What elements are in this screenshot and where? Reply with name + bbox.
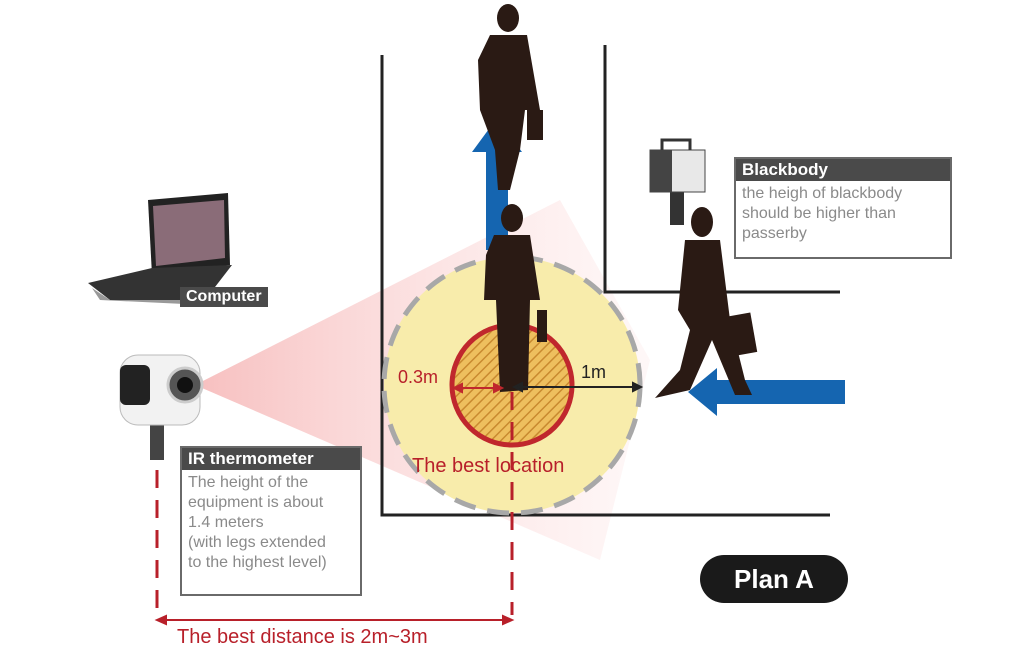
blackbody-body-line: passerby xyxy=(742,225,807,242)
blackbody-body-line: should be higher than xyxy=(742,205,896,222)
inner-radius-label: 0.3m xyxy=(398,367,439,387)
walk-direction-left-arrow xyxy=(688,368,845,416)
plan-a-badge: Plan A xyxy=(700,555,848,603)
ir-body-line: (with legs extended xyxy=(188,534,326,551)
ir-thermometer-title: IR thermometer xyxy=(182,448,360,470)
outer-radius-arrow xyxy=(511,381,644,393)
person-silhouette-right xyxy=(655,207,758,398)
ir-thermometer-camera xyxy=(119,354,204,460)
best-distance-label: The best distance is 2m~3m xyxy=(177,626,428,648)
computer-label: Computer xyxy=(180,287,268,307)
blackbody-body-line: the heigh of blackbody xyxy=(742,185,903,202)
ir-body-line: to the highest level) xyxy=(188,554,327,571)
outer-radius-label: 1m xyxy=(581,362,607,382)
ir-body-line: 1.4 meters xyxy=(188,514,264,531)
blackbody-title: Blackbody xyxy=(736,159,950,181)
corridor-walls xyxy=(380,45,840,517)
person-silhouette-center xyxy=(484,204,547,392)
inner-radius-arrow xyxy=(451,382,505,394)
ir-body-line: The height of the xyxy=(188,474,309,491)
best-location-label: The best location xyxy=(412,455,565,477)
blackbody-device xyxy=(649,138,706,225)
best-distance-arrow xyxy=(154,614,515,626)
ir-body-line: equipment is about xyxy=(188,494,324,511)
person-silhouette-top xyxy=(478,4,543,190)
ir-thermometer-callout: IR thermometer The height of the equipme… xyxy=(180,446,362,596)
blackbody-callout: Blackbody the heigh of blackbody should … xyxy=(734,157,952,259)
